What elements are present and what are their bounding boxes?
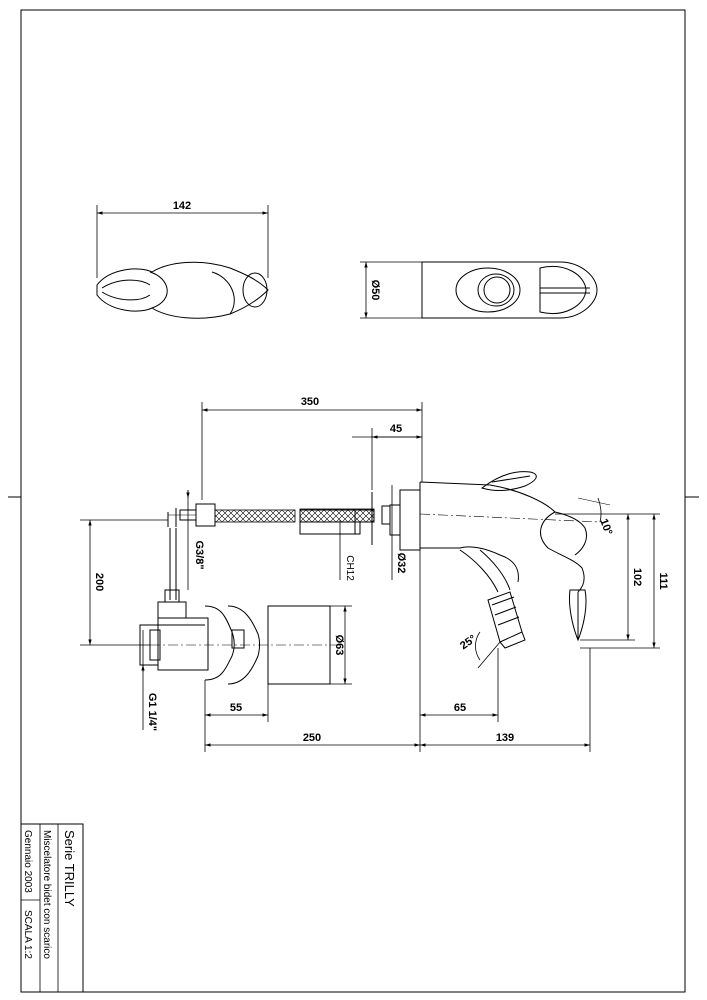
title-description: Miscelatore bidet con scarico bbox=[41, 830, 52, 959]
dim-label-142: 142 bbox=[173, 200, 191, 212]
title-series: Serie TRILLY bbox=[62, 830, 77, 907]
dimension-45: 45 bbox=[352, 423, 422, 490]
mixer-side-view bbox=[419, 471, 611, 649]
dimension-d50: Ø50 bbox=[364, 262, 381, 318]
title-date: Gennaio 2003 bbox=[22, 830, 33, 893]
dim-label-102: 102 bbox=[631, 568, 643, 586]
dimension-g38: G3/8" bbox=[186, 490, 205, 590]
dim-label-350: 350 bbox=[301, 396, 319, 408]
dim-label-55: 55 bbox=[230, 702, 242, 714]
dim-label-65: 65 bbox=[454, 702, 466, 714]
dim-label-d50: Ø50 bbox=[369, 280, 381, 301]
dim-label-10deg: 10° bbox=[597, 517, 614, 537]
dim-label-139: 139 bbox=[496, 732, 514, 744]
dimension-200: 200 bbox=[80, 519, 168, 646]
flex-hose bbox=[167, 503, 375, 527]
dimension-angle-25: 25° bbox=[458, 631, 501, 669]
dimension-angle-10: 10° bbox=[597, 497, 614, 537]
dim-label-200: 200 bbox=[93, 573, 105, 591]
dimension-250: 250 bbox=[204, 550, 421, 752]
dim-label-g38: G3/8" bbox=[193, 540, 205, 569]
top-view-handle bbox=[96, 261, 269, 319]
dimension-102-111: 102 111 bbox=[555, 513, 669, 649]
dimension-139: 139 bbox=[420, 648, 591, 752]
dimension-ch12: CH12 bbox=[339, 520, 355, 581]
dimension-55: 55 bbox=[204, 680, 269, 722]
title-scale: SCALA 1:2 bbox=[22, 910, 33, 959]
dim-label-250: 250 bbox=[303, 732, 321, 744]
title-block: Serie TRILLY Miscelatore bidet con scari… bbox=[20, 823, 84, 993]
sheet-border bbox=[20, 9, 686, 993]
dimension-d63: Ø63 bbox=[330, 605, 352, 685]
dim-label-ch12: CH12 bbox=[344, 555, 355, 581]
dimension-g114: G1 1/4" bbox=[141, 630, 158, 731]
dimension-350: 350 bbox=[201, 396, 423, 500]
dim-label-111: 111 bbox=[657, 572, 669, 589]
drain-assembly bbox=[139, 528, 340, 685]
dim-label-g114: G1 1/4" bbox=[146, 693, 158, 731]
dim-label-d63: Ø63 bbox=[333, 635, 345, 656]
dim-label-45: 45 bbox=[390, 423, 402, 435]
dimension-d32: Ø32 bbox=[391, 485, 407, 580]
top-view-body bbox=[360, 261, 598, 319]
dim-label-d32: Ø32 bbox=[395, 553, 407, 574]
dimension-142: 142 bbox=[96, 200, 269, 278]
dimension-65: 65 bbox=[420, 648, 499, 722]
